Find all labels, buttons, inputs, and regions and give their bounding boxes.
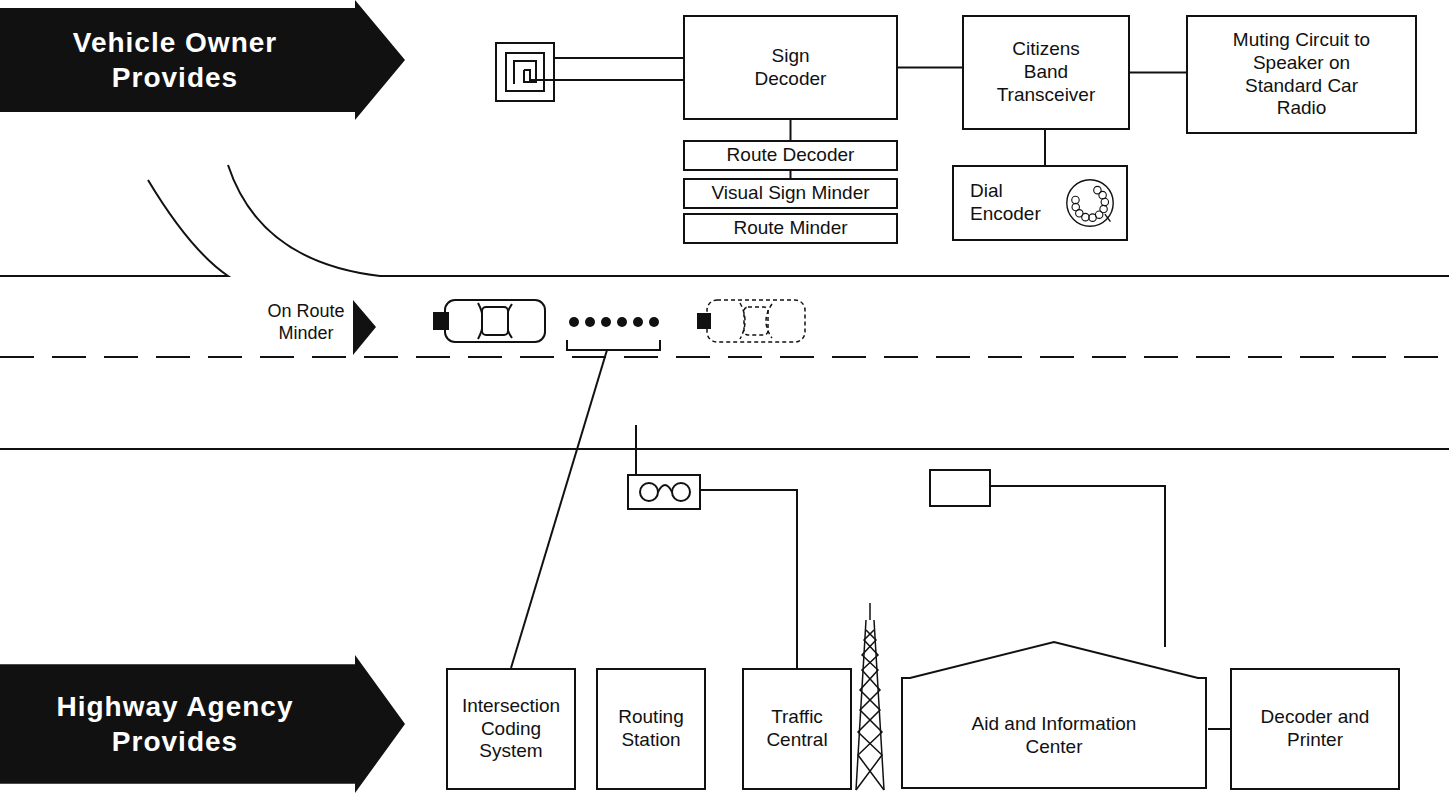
connector-line (898, 67, 962, 68)
process-box: Citizens Band Transceiver (962, 15, 1130, 130)
arrow-shape (0, 655, 405, 793)
box-label: Routing Station (603, 706, 699, 752)
module-box: Route Decoder (683, 140, 898, 171)
connector-line (1208, 729, 1230, 730)
provider-banner: Vehicle Owner Provides (0, 0, 405, 120)
facility-box: Routing Station (596, 668, 706, 790)
module-box: Route Minder (683, 213, 898, 244)
box-label: Visual Sign Minder (711, 182, 869, 205)
annotation-label: On Route Minder (262, 301, 350, 344)
banner-text: Highway Agency Provides (45, 689, 305, 759)
aid-center: Aid and Information Center (900, 640, 1208, 790)
connector-line (790, 171, 791, 178)
banner-text: Vehicle Owner Provides (50, 25, 300, 95)
signal-dots (569, 317, 659, 327)
box-label: Aid and Information Center (949, 713, 1159, 759)
connector-line (790, 120, 791, 140)
module-box: Visual Sign Minder (683, 178, 898, 209)
process-box: Muting Circuit to Speaker on Standard Ca… (1186, 15, 1417, 134)
loop-antenna (496, 43, 683, 101)
box-label: Route Minder (733, 217, 847, 240)
receiver-box (930, 470, 1165, 647)
box-label: Sign Decoder (741, 45, 841, 91)
road-edge (228, 165, 1449, 276)
rotary-dial-icon (1064, 177, 1116, 229)
box-label: Dial Encoder (970, 180, 1050, 226)
process-box: Dial Encoder (952, 165, 1128, 241)
radio-tower (856, 603, 884, 790)
connector-line (1130, 72, 1186, 73)
facility-box: Traffic Central (742, 668, 852, 790)
ghost-car (707, 300, 805, 342)
leader-line (511, 350, 607, 668)
facility-box: Intersection Coding System (446, 668, 576, 790)
roadside-unit (628, 425, 797, 668)
facility-box: Decoder and Printer (1230, 668, 1400, 790)
car (434, 300, 545, 342)
process-box: Sign Decoder (683, 15, 898, 120)
lane-line (0, 356, 1449, 358)
provider-banner: Highway Agency Provides (0, 655, 405, 793)
box-label: Decoder and Printer (1248, 706, 1383, 752)
road-edge (0, 448, 1449, 450)
connector-line (1045, 130, 1046, 165)
ramp-curve (0, 180, 228, 276)
sensor-bracket (567, 340, 660, 350)
box-label: Intersection Coding System (452, 695, 570, 763)
box-label: Route Decoder (727, 144, 855, 167)
car-sensor (697, 313, 711, 329)
box-label: Traffic Central (749, 706, 845, 752)
box-label: Citizens Band Transceiver (990, 38, 1102, 106)
arrow-shape (0, 0, 405, 120)
pointer-arrow (353, 300, 376, 355)
box-label: Muting Circuit to Speaker on Standard Ca… (1229, 29, 1374, 120)
